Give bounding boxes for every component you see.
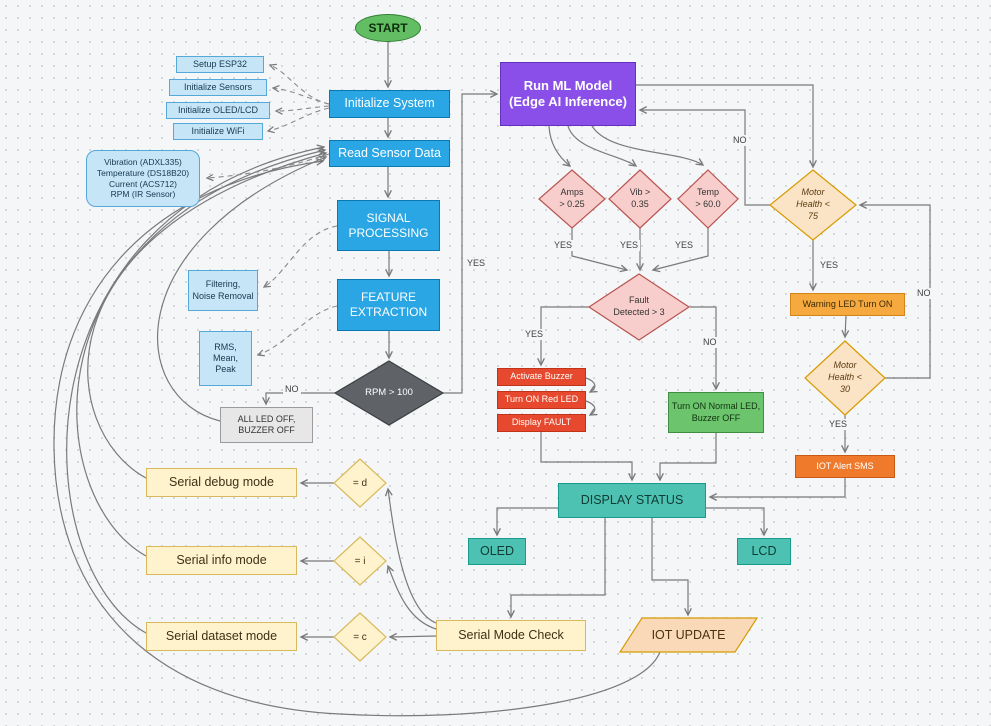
decision-eq-c-shape[interactable] (333, 612, 387, 662)
node-read-sensor-data[interactable]: Read Sensor Data (329, 140, 450, 167)
edge (651, 518, 688, 615)
edge-dashed (207, 153, 330, 178)
edge-label-fault-yes: YES (523, 329, 546, 340)
node-oled[interactable]: OLED (468, 538, 526, 565)
edge (585, 377, 595, 392)
edge-label-temp-yes: YES (673, 240, 696, 251)
decision-motor30-shape[interactable] (804, 340, 886, 416)
edge-dashed (270, 65, 330, 105)
node-warning-led[interactable]: Warning LED Turn ON (790, 293, 905, 316)
node-initialize-system[interactable]: Initialize System (329, 90, 450, 118)
edge-dashed (264, 225, 338, 287)
decision-fault-shape[interactable] (587, 273, 691, 341)
node-all-led-off[interactable]: ALL LED OFF, BUZZER OFF (220, 407, 313, 443)
node-display-fault[interactable]: Display FAULT (497, 414, 586, 432)
node-serial-info-mode[interactable]: Serial info mode (146, 546, 297, 575)
node-display-status[interactable]: DISPLAY STATUS (558, 483, 706, 518)
edge-label-fault-no: NO (701, 337, 719, 348)
edge-label-motor30-no: NO (915, 288, 933, 299)
decision-rpm-shape[interactable] (333, 360, 445, 426)
edges-solid (53, 42, 931, 717)
node-serial-dataset-mode[interactable]: Serial dataset mode (146, 622, 297, 651)
decision-shapes (333, 169, 886, 662)
node-normal-led[interactable]: Turn ON Normal LED, Buzzer OFF (668, 392, 764, 433)
edge (653, 228, 709, 270)
node-activate-buzzer[interactable]: Activate Buzzer (497, 368, 586, 386)
edge (540, 432, 632, 480)
edge-label-rpm-no: NO (283, 384, 301, 395)
edge (53, 161, 661, 717)
edge (388, 566, 437, 630)
edge-label-ml-loop-no: NO (731, 135, 749, 146)
edge (845, 315, 846, 337)
edge (66, 147, 324, 634)
edge (548, 125, 570, 166)
edge (443, 94, 497, 394)
edge (567, 125, 636, 166)
edge (388, 489, 437, 624)
decision-motor75-shape[interactable] (769, 169, 857, 241)
node-initialize-sensors[interactable]: Initialize Sensors (169, 79, 267, 96)
node-signal-processing[interactable]: SIGNAL PROCESSING (337, 200, 440, 251)
edge (511, 518, 606, 617)
iot-update-label: IOT UPDATE (651, 628, 726, 642)
node-start[interactable]: START (355, 14, 421, 42)
node-filtering[interactable]: Filtering, Noise Removal (188, 270, 258, 311)
edge (660, 433, 717, 480)
edge (636, 84, 813, 167)
edge-label-rpm-yes: YES (465, 258, 488, 269)
edge (710, 478, 846, 497)
edge (690, 306, 716, 389)
node-serial-mode-check[interactable]: Serial Mode Check (436, 620, 586, 651)
edge-dashed (273, 88, 330, 105)
node-initialize-oled-lcd[interactable]: Initialize OLED/LCD (166, 102, 270, 119)
edge-label-amps-yes: YES (552, 240, 575, 251)
decision-vib-shape[interactable] (608, 169, 672, 229)
edge-dashed (268, 107, 330, 131)
edge (571, 228, 627, 270)
edge-label-motor30-yes: YES (827, 419, 850, 430)
edge (497, 507, 558, 535)
edge-label-motor75-yes: YES (818, 260, 841, 271)
edge (541, 306, 589, 365)
edges-dashed (207, 65, 338, 355)
edge (87, 153, 326, 479)
node-feature-extraction[interactable]: FEATURE EXTRACTION (337, 279, 440, 331)
node-run-ml-model[interactable]: Run ML Model (Edge AI Inference) (500, 62, 636, 126)
edge (706, 507, 764, 535)
decision-temp-shape[interactable] (677, 169, 739, 229)
edge (591, 125, 703, 165)
edge (585, 400, 595, 415)
edge-label-vib-yes: YES (618, 240, 641, 251)
edge (156, 157, 326, 422)
decision-amps-shape[interactable] (538, 169, 606, 229)
node-iot-alert-sms[interactable]: IOT Alert SMS (795, 455, 895, 478)
node-initialize-wifi[interactable]: Initialize WiFi (173, 123, 263, 140)
decision-eq-i-shape[interactable] (333, 536, 387, 586)
edge (266, 392, 335, 404)
edge-dashed (276, 105, 330, 111)
node-setup-esp32[interactable]: Setup ESP32 (176, 56, 264, 73)
edge (76, 150, 325, 557)
node-lcd[interactable]: LCD (737, 538, 791, 565)
edge (390, 636, 437, 637)
edge-dashed (258, 305, 338, 355)
node-serial-debug-mode[interactable]: Serial debug mode (146, 468, 297, 497)
node-sensor-list[interactable]: Vibration (ADXL335) Temperature (DS18B20… (86, 150, 200, 207)
node-turn-on-red-led[interactable]: Turn ON Red LED (497, 391, 586, 409)
iot-update-shape[interactable] (618, 617, 759, 653)
decision-eq-d-shape[interactable] (333, 458, 387, 508)
edge (640, 110, 770, 206)
node-rms-mean-peak[interactable]: RMS, Mean, Peak (199, 331, 252, 386)
